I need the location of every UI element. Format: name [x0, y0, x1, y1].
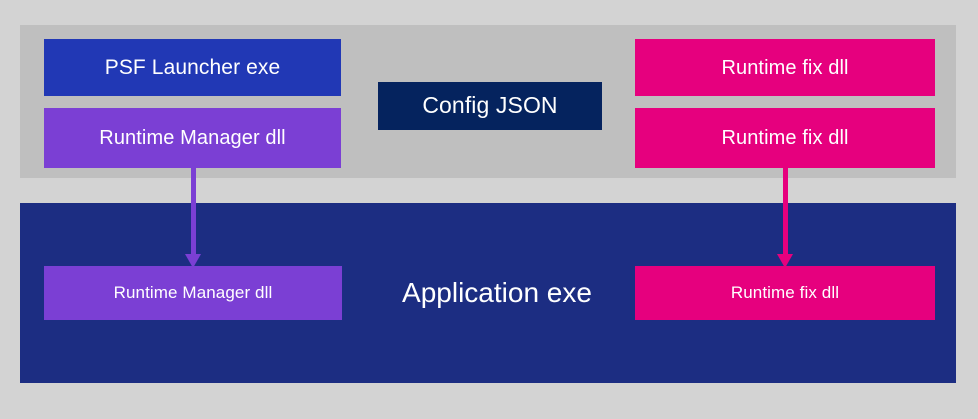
application-exe-title-label: Application exe [402, 277, 592, 308]
runtime-fix-dll-injected-label: Runtime fix dll [730, 282, 840, 302]
runtime-fix-dll-box-1[interactable]: Runtime fix dll [635, 39, 935, 96]
runtime-manager-dll-injected-box[interactable]: Runtime Manager dll [44, 266, 342, 320]
runtime-fix-dll-label-2: Runtime fix dll [721, 127, 849, 149]
application-exe-title: Application exe [372, 266, 622, 320]
runtime-manager-dll-injected-label: Runtime Manager dll [113, 282, 273, 302]
arrow-shaft [783, 168, 788, 256]
psf-launcher-exe-label: PSF Launcher exe [104, 55, 281, 79]
arrow-head-down-icon [185, 254, 201, 268]
runtime-manager-dll-box[interactable]: Runtime Manager dll [44, 108, 341, 168]
runtime-manager-dll-label: Runtime Manager dll [99, 127, 286, 149]
runtime-fix-dll-label-1: Runtime fix dll [721, 56, 849, 79]
config-json-box[interactable]: Config JSON [378, 82, 602, 130]
arrow-head-down-icon [777, 254, 793, 268]
arrow-shaft [191, 168, 196, 256]
psf-launcher-exe-box[interactable]: PSF Launcher exe [44, 39, 341, 96]
config-json-label: Config JSON [422, 92, 558, 119]
runtime-fix-dll-injected-box[interactable]: Runtime fix dll [635, 266, 935, 320]
runtime-fix-dll-box-2[interactable]: Runtime fix dll [635, 108, 935, 168]
